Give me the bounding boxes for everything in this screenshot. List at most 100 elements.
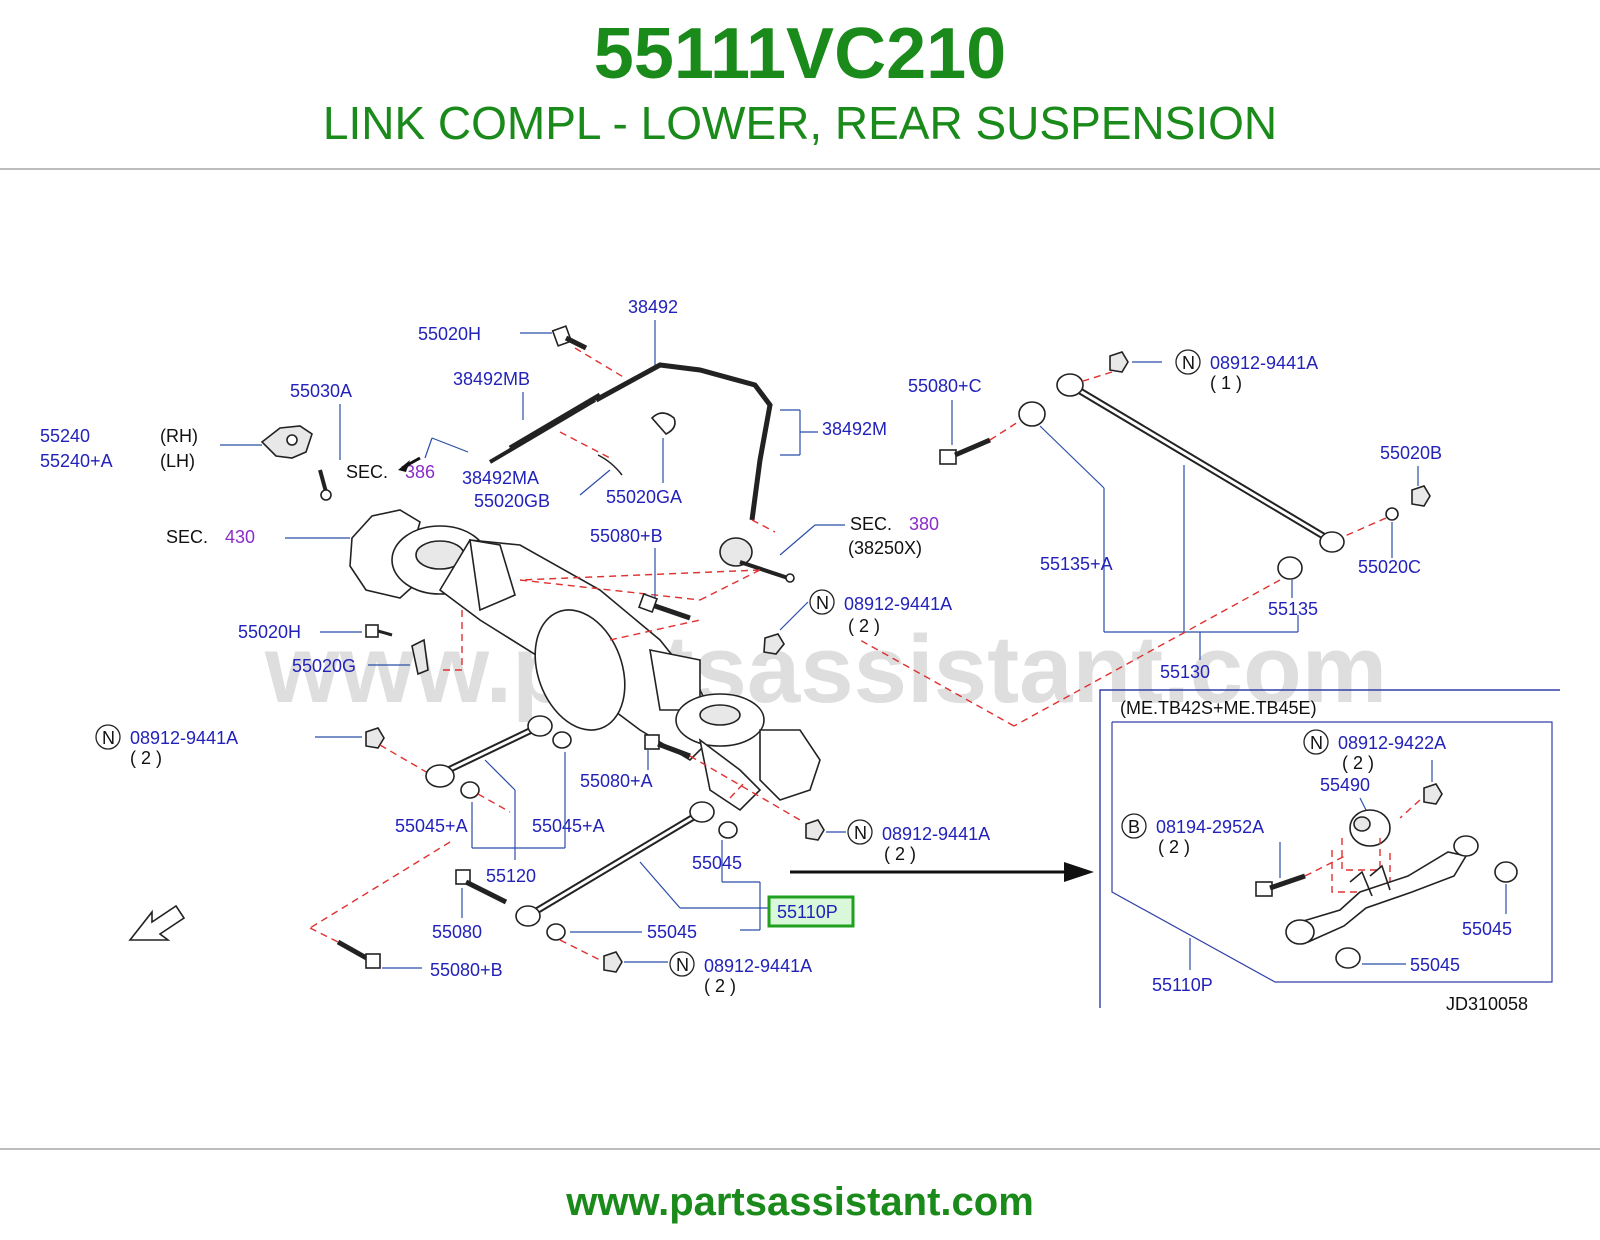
label-55045-mid: 55045 xyxy=(692,853,742,873)
nut-badge-icon xyxy=(669,951,695,977)
bushing-55490 xyxy=(1349,809,1391,847)
label-55045a-l: 55045+A xyxy=(395,816,468,836)
label-55045-in1: 55045 xyxy=(1462,919,1512,939)
bushing-55045-inset-2 xyxy=(1335,947,1361,969)
label-08912-9422a: 08912-9422A xyxy=(1338,733,1446,753)
label-sec-386-num: 386 xyxy=(405,462,435,482)
height-sensor xyxy=(719,537,795,583)
badge-n-2: N xyxy=(102,728,115,748)
label-55110p-in: 55110P xyxy=(1152,975,1213,995)
label-08912-top: 08912-9441A xyxy=(1210,353,1318,373)
badge-n-5: N xyxy=(1182,353,1195,373)
nut-08912-r1 xyxy=(763,633,785,655)
bracket-55240 xyxy=(260,425,332,501)
front-arrow-icon xyxy=(128,904,186,941)
nut-08912-b xyxy=(603,951,623,973)
badge-n-4: N xyxy=(676,955,689,975)
bolt-55080c xyxy=(939,437,991,465)
label-55030a: 55030A xyxy=(290,381,352,401)
badge-n-6: N xyxy=(1310,733,1323,753)
badge-n-1: N xyxy=(816,593,829,613)
nut-badge-icon xyxy=(95,724,121,750)
footer-url[interactable]: www.partsassistant.com xyxy=(566,1180,1034,1224)
bushing-55045-inset-1 xyxy=(1494,861,1518,883)
nut-badge-icon xyxy=(847,819,873,845)
label-08912-b: 08912-9441A xyxy=(704,956,812,976)
nut-badge-icon xyxy=(1175,349,1201,375)
label-08912-r1-qty: ( 2 ) xyxy=(848,616,880,636)
label-38492ma: 38492MA xyxy=(462,468,539,488)
label-sec-380-num: 380 xyxy=(909,514,939,534)
label-55020b: 55020B xyxy=(1380,443,1442,463)
nut-badge-icon xyxy=(809,589,835,615)
label-55240a: 55240+A xyxy=(40,451,113,471)
label-08194-qty: ( 2 ) xyxy=(1158,837,1190,857)
label-08912-top-qty: ( 1 ) xyxy=(1210,373,1242,393)
label-38250x: (38250X) xyxy=(848,538,922,558)
label-inset-title: (ME.TB42S+ME.TB45E) xyxy=(1120,698,1317,718)
badge-n-3: N xyxy=(854,823,867,843)
label-08194: 08194-2952A xyxy=(1156,817,1264,837)
nut-08912-top xyxy=(1109,351,1129,373)
label-sec-380: SEC. xyxy=(850,514,892,534)
label-55045-low: 55045 xyxy=(647,922,697,942)
label-55130: 55130 xyxy=(1160,662,1210,682)
label-55020c: 55020C xyxy=(1358,557,1421,577)
label-55110p[interactable]: 55110P xyxy=(777,902,838,922)
label-55045-in2: 55045 xyxy=(1410,955,1460,975)
rod-55130 xyxy=(1018,373,1345,580)
bolt-badge-icon xyxy=(1121,813,1147,839)
label-08912-b-qty: ( 2 ) xyxy=(704,976,736,996)
label-08912-9422a-qty: ( 2 ) xyxy=(1342,753,1374,773)
label-lh: (LH) xyxy=(160,451,195,471)
label-55490: 55490 xyxy=(1320,775,1370,795)
label-55020h-top: 55020H xyxy=(418,324,481,344)
link-55120 xyxy=(425,715,572,799)
link-55110p-inset xyxy=(1285,835,1479,945)
label-rh: (RH) xyxy=(160,426,198,446)
label-55045a-r: 55045+A xyxy=(532,816,605,836)
bolt-55080a xyxy=(644,734,691,759)
badge-b: B xyxy=(1128,817,1140,837)
highlight-55110p[interactable] xyxy=(767,895,855,928)
header-divider xyxy=(0,168,1600,170)
page-header: 55111VC210 LINK COMPL - LOWER, REAR SUSP… xyxy=(0,0,1600,168)
washer-55020c xyxy=(1385,507,1399,521)
nut-08912-l xyxy=(365,727,385,749)
label-38492: 38492 xyxy=(628,297,678,317)
label-sec-386: SEC. xyxy=(346,462,388,482)
label-55135a: 55135+A xyxy=(1040,554,1113,574)
footer-divider xyxy=(0,1148,1600,1150)
label-55080b-low: 55080+B xyxy=(430,960,503,980)
label-55080: 55080 xyxy=(432,922,482,942)
label-08912-m-qty: ( 2 ) xyxy=(884,844,916,864)
nut-08912-m xyxy=(805,819,825,841)
bolt-08194 xyxy=(1255,873,1306,897)
label-55135: 55135 xyxy=(1268,599,1318,619)
parts-diagram: www.partsassistant.com 55020H 38492 3849… xyxy=(40,297,1560,1014)
label-08912-m: 08912-9441A xyxy=(882,824,990,844)
part-number-title: 55111VC210 xyxy=(593,14,1007,94)
label-55080a: 55080+A xyxy=(580,771,653,791)
label-38492m: 38492M xyxy=(822,419,887,439)
label-sec-430-num: 430 xyxy=(225,527,255,547)
bolt-55020h-mid xyxy=(365,624,393,638)
link-55110p xyxy=(515,801,738,941)
bolt-55080b-low xyxy=(336,939,381,969)
label-55080c: 55080+C xyxy=(908,376,982,396)
label-sec-430: SEC. xyxy=(166,527,208,547)
label-55020ga: 55020GA xyxy=(606,487,682,507)
bolt-55080 xyxy=(455,869,508,905)
label-08912-l-qty: ( 2 ) xyxy=(130,748,162,768)
label-55240: 55240 xyxy=(40,426,90,446)
label-55020g: 55020G xyxy=(292,656,356,676)
part-description: LINK COMPL - LOWER, REAR SUSPENSION xyxy=(322,97,1278,149)
label-38492mb: 38492MB xyxy=(453,369,530,389)
label-08912-r1: 08912-9441A xyxy=(844,594,952,614)
label-55020gb: 55020GB xyxy=(474,491,550,511)
label-55080b-top: 55080+B xyxy=(590,526,663,546)
label-55020h-mid: 55020H xyxy=(238,622,301,642)
nut-badge-icon xyxy=(1303,729,1329,755)
axle-housing xyxy=(349,509,821,812)
label-08912-l: 08912-9441A xyxy=(130,728,238,748)
